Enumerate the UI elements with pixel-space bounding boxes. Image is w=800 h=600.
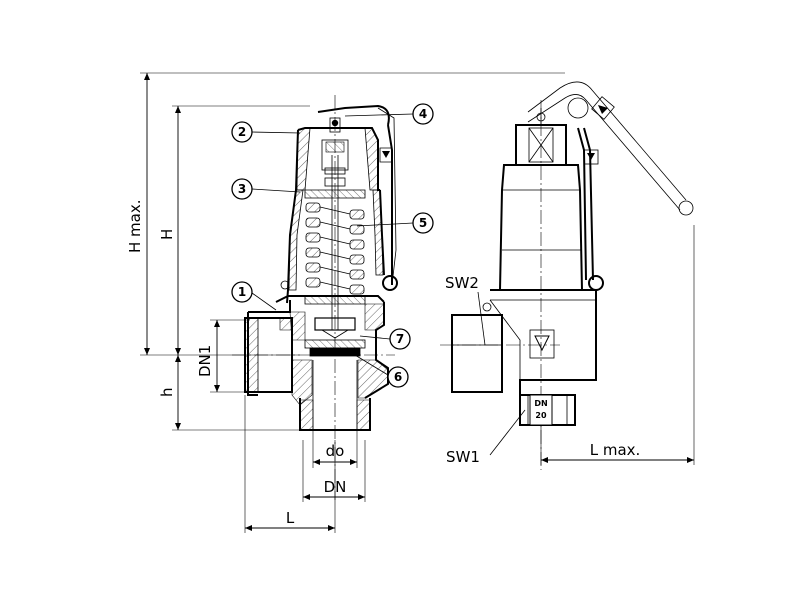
dimension-lines — [140, 72, 695, 533]
label-l-max: L max. — [590, 441, 641, 459]
label-h-upper: H — [158, 229, 176, 240]
spring-right — [349, 209, 365, 295]
size-badge-20: 20 — [535, 411, 547, 420]
callout-3: 3 — [238, 182, 246, 196]
label-dn: DN — [324, 478, 347, 496]
dimension-labels: H max. H h DN1 do DN L L max. SW2 SW1 — [126, 200, 640, 528]
label-do: do — [326, 442, 345, 460]
side-view: DN 20 — [440, 81, 694, 470]
section-view — [232, 95, 398, 500]
callout-7: 7 — [396, 332, 404, 346]
label-sw2: SW2 — [445, 274, 479, 292]
label-dn1: DN1 — [196, 345, 214, 377]
label-l: L — [286, 509, 295, 527]
callouts: 1 2 3 4 5 6 7 — [231, 103, 434, 388]
callout-1: 1 — [238, 285, 246, 299]
callout-2: 2 — [238, 125, 246, 139]
callout-4: 4 — [419, 107, 427, 121]
spring-left — [305, 202, 321, 288]
label-sw1: SW1 — [446, 448, 480, 466]
size-badge-dn: DN — [534, 399, 547, 408]
label-h-max: H max. — [126, 200, 144, 254]
label-h-lower: h — [158, 387, 176, 397]
callout-5: 5 — [419, 216, 427, 230]
callout-6: 6 — [394, 370, 402, 384]
